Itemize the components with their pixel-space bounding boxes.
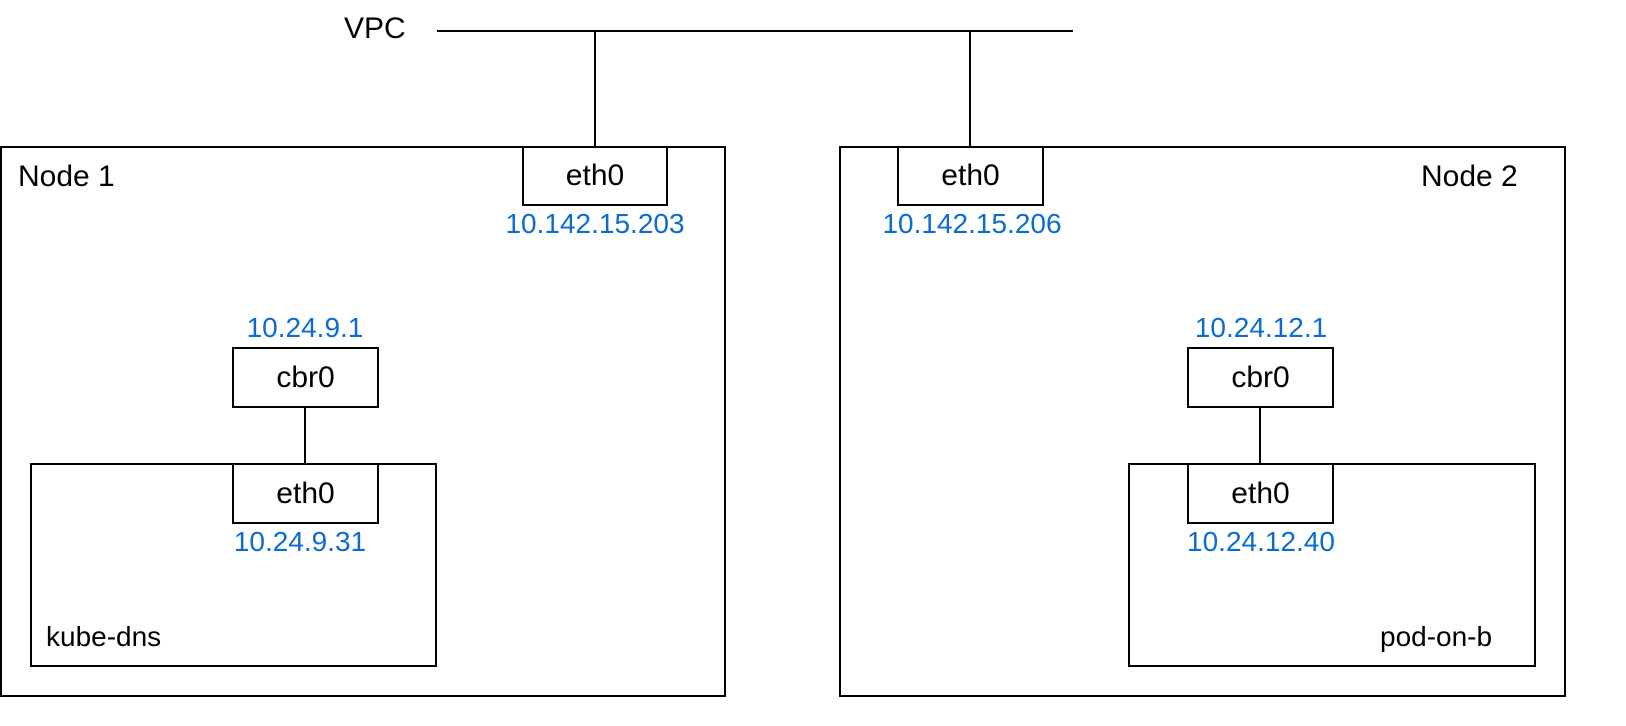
vpc-link-node2 xyxy=(969,30,971,147)
node2-pod-eth0-ip: 10.24.12.40 xyxy=(1187,526,1335,557)
node1-eth0-label: eth0 xyxy=(565,159,625,192)
node1-cbr0-label: cbr0 xyxy=(276,360,335,394)
node1-pod-eth0-ip: 10.24.9.31 xyxy=(233,526,367,557)
node1-label: Node 1 xyxy=(18,160,115,193)
node2-cbr0-pod-link xyxy=(1259,407,1261,464)
node2-eth0-label: eth0 xyxy=(941,159,1000,192)
node1-cbr0-box[interactable]: cbr0 xyxy=(232,347,379,408)
vpc-bus-line xyxy=(437,30,1073,32)
node2-pod-eth0-box[interactable]: eth0 xyxy=(1187,463,1334,524)
node2-pod-eth0-label: eth0 xyxy=(1231,476,1290,510)
node1-eth0-ip: 10.142.15.203 xyxy=(505,208,685,239)
node2-pod-label: pod-on-b xyxy=(1380,621,1493,652)
node2-cbr0-label: cbr0 xyxy=(1231,360,1290,394)
node1-eth0-box[interactable]: eth0 xyxy=(522,146,668,206)
node2-eth0-box[interactable]: eth0 xyxy=(897,146,1044,206)
node1-pod-eth0-box[interactable]: eth0 xyxy=(232,463,379,524)
node2-eth0-ip: 10.142.15.206 xyxy=(882,208,1062,239)
node2-cbr0-box[interactable]: cbr0 xyxy=(1187,347,1334,408)
node1-pod-label: kube-dns xyxy=(46,621,162,652)
vpc-link-node1 xyxy=(594,30,596,147)
node1-cbr0-ip: 10.24.9.1 xyxy=(246,312,364,343)
node1-cbr0-pod-link xyxy=(304,407,306,464)
node2-label: Node 2 xyxy=(1421,160,1518,193)
vpc-label: VPC xyxy=(344,12,406,45)
node1-pod-eth0-label: eth0 xyxy=(276,476,335,510)
node2-cbr0-ip: 10.24.12.1 xyxy=(1194,312,1328,343)
